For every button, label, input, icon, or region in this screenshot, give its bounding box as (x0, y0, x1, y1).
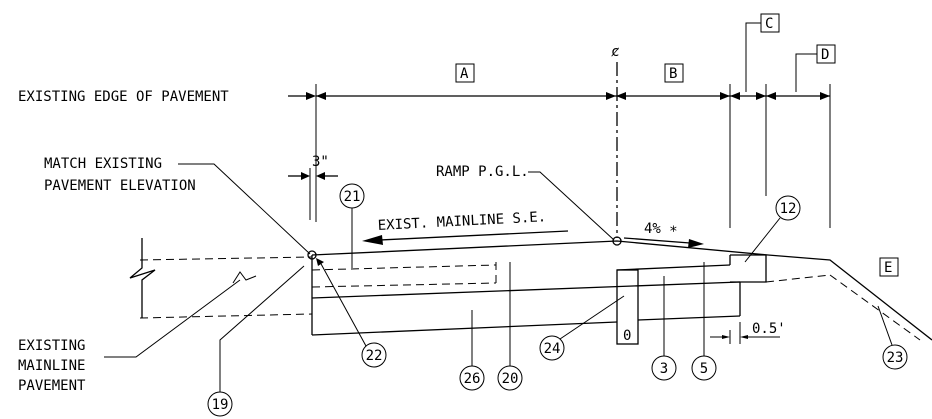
svg-text:0: 0 (623, 328, 631, 344)
edge-of-pavement-dimension: EXISTING EDGE OF PAVEMENT (18, 84, 831, 228)
svg-text:PAVEMENT: PAVEMENT (18, 378, 86, 394)
centerline: ȼ (611, 44, 620, 238)
svg-text:3: 3 (660, 361, 668, 377)
dimension-b-box: B (664, 63, 684, 83)
svg-text:19: 19 (212, 397, 229, 413)
svg-text:0.5': 0.5' (752, 321, 786, 337)
callout-12: 12 (744, 195, 801, 263)
svg-text:21: 21 (344, 189, 361, 205)
svg-text:12: 12 (780, 201, 797, 217)
callout-26: 26 (459, 310, 485, 391)
dimension-d-box: D (795, 44, 836, 92)
svg-text:C: C (765, 16, 773, 32)
svg-text:EXISTING: EXISTING (18, 338, 85, 354)
svg-text:20: 20 (502, 371, 519, 387)
callout-5: 5 (691, 262, 717, 381)
svg-text:EXIST. MAINLINE S.E.: EXIST. MAINLINE S.E. (377, 209, 546, 234)
callout-3: 3 (651, 276, 677, 381)
pavement-section: 0 0.5' (129, 236, 932, 345)
svg-text:RAMP P.G.L.: RAMP P.G.L. (436, 164, 529, 180)
svg-text:4% ∗: 4% ∗ (644, 221, 678, 237)
callout-24: 24 (539, 295, 625, 361)
svg-text:MATCH EXISTING: MATCH EXISTING (44, 156, 162, 172)
callout-22: 22 (316, 258, 387, 368)
slope-arrow: 4% ∗ (623, 221, 704, 248)
existing-edge-label: EXISTING EDGE OF PAVEMENT (18, 89, 229, 105)
svg-text:26: 26 (464, 371, 481, 387)
ramp-pgl-note: RAMP P.G.L. (436, 164, 615, 241)
svg-text:23: 23 (887, 350, 904, 366)
match-existing-note: MATCH EXISTING PAVEMENT ELEVATION (44, 156, 311, 255)
svg-text:D: D (821, 47, 829, 63)
dimension-c-box: C (745, 13, 780, 92)
callout-21: 21 (339, 183, 365, 268)
svg-text:MAINLINE: MAINLINE (18, 358, 85, 374)
svg-text:E: E (884, 260, 892, 276)
svg-text:PAVEMENT ELEVATION: PAVEMENT ELEVATION (44, 178, 196, 194)
svg-text:5: 5 (700, 361, 708, 377)
svg-text:3": 3" (312, 154, 329, 170)
dimension-e-box: E (879, 257, 899, 277)
callout-20: 20 (497, 262, 523, 391)
svg-text:22: 22 (366, 348, 383, 364)
callout-19: 19 (207, 265, 305, 417)
three-inch-dimension: 3" (288, 154, 338, 220)
svg-text:A: A (460, 66, 469, 82)
dimension-a-box: A (455, 63, 475, 83)
svg-text:24: 24 (544, 341, 561, 357)
svg-text:B: B (669, 66, 677, 82)
existing-mainline-note: EXISTING MAINLINE PAVEMENT (18, 279, 241, 394)
callout-23: 23 (877, 305, 908, 370)
centerline-symbol: ȼ (611, 44, 620, 60)
mainline-se-arrow: EXIST. MAINLINE S.E. (362, 209, 569, 245)
